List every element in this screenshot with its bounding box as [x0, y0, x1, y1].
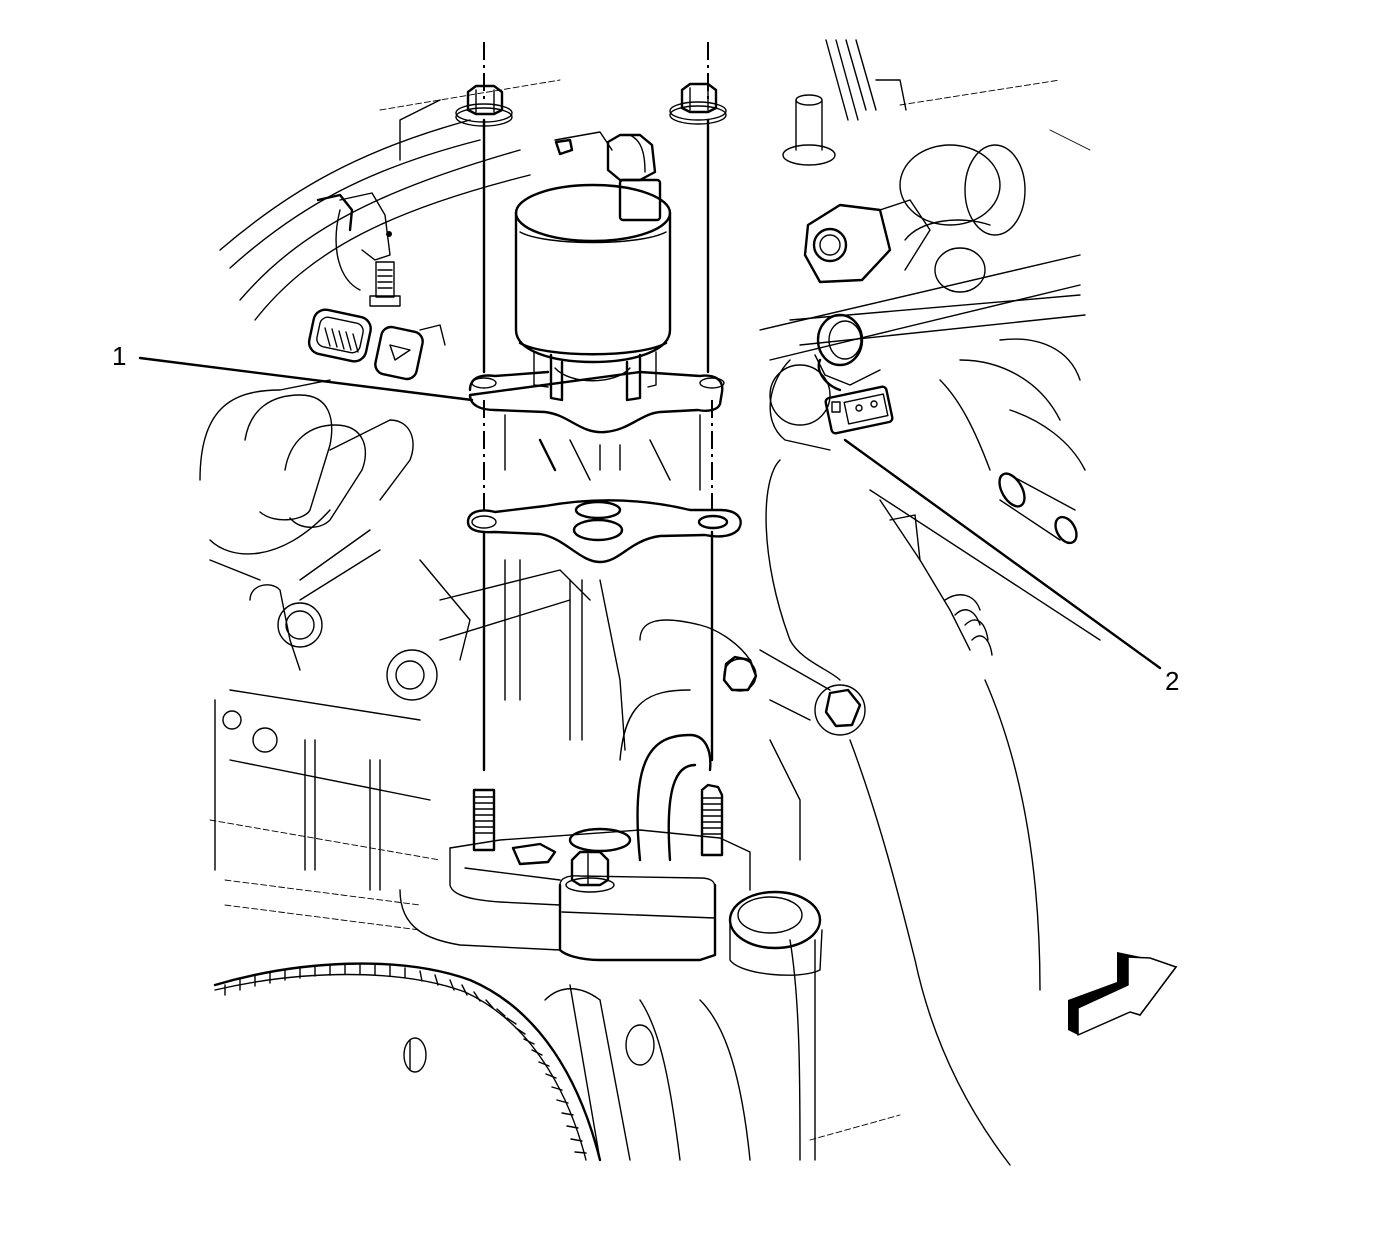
egr-valve [468, 131, 725, 491]
engine-block-background [199, 39, 1101, 1166]
mounting-stud-right [700, 783, 724, 857]
callout-2-leader [843, 438, 1162, 670]
egr-adapter-body [419, 559, 866, 862]
flywheel-ring-gear [213, 962, 602, 1162]
mounting-nut-right [669, 82, 727, 125]
callout-2-label: 2 [1165, 666, 1180, 696]
wiring-harness-connectors [307, 192, 446, 381]
mounting-nut-left [455, 84, 513, 127]
callout-1-label: 1 [112, 341, 127, 371]
fuel-rail-fittings [759, 144, 1086, 451]
alignment-centerlines [482, 42, 714, 772]
front-of-vehicle-arrow-icon [1068, 952, 1178, 1036]
mounting-stud-left [472, 788, 496, 852]
callout-1-leader [138, 356, 474, 402]
manifold-mounting-pad [449, 827, 823, 976]
egr-gasket [466, 499, 742, 564]
callout-leaders [138, 356, 1162, 670]
